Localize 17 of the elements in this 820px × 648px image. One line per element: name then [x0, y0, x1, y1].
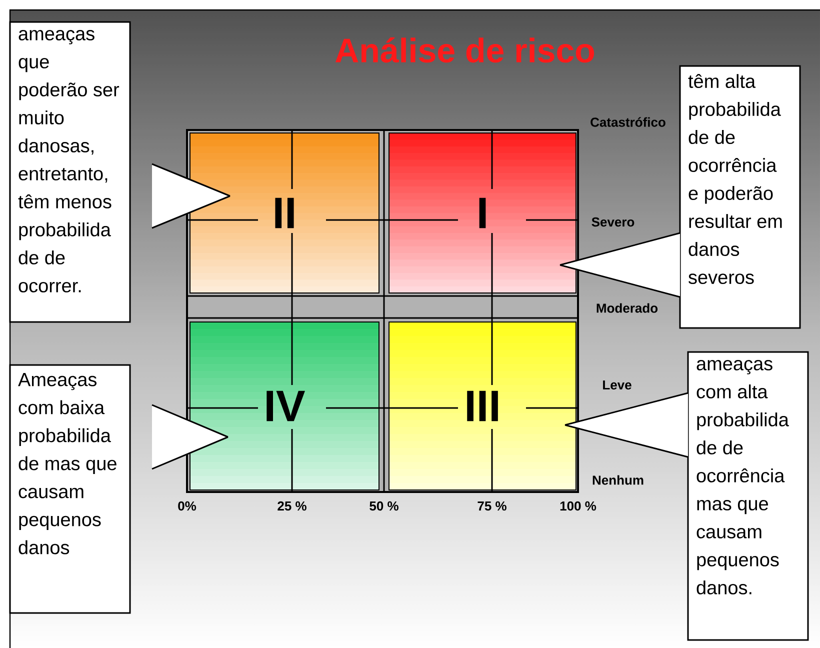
quadrant-box: III — [388, 322, 576, 490]
callout-pointer — [559, 232, 681, 298]
callout-pointer — [151, 163, 231, 229]
callout-box: Ameaças com baixa probabilida de mas que causam pequenos danos — [9, 364, 131, 614]
callout-box: ameaças que poderão ser muito danosas, entretanto, têm menos probabilida de de ocorrer. — [9, 21, 131, 323]
scale-label: Catastrófico — [590, 117, 666, 127]
title: Análise de risco — [335, 37, 594, 63]
axis-label: 0% — [178, 501, 196, 511]
scale-label: Nenhum — [592, 475, 644, 485]
axis-label: 50 % — [370, 501, 398, 511]
quadrant-box: II — [190, 132, 380, 294]
callout-pointer — [151, 404, 229, 470]
quadrant-box: I — [388, 132, 576, 294]
callout-pointer — [564, 392, 689, 458]
quadrant-box: IV — [190, 322, 380, 490]
scale-label: Moderado — [596, 303, 658, 313]
axis-label: 100 % — [560, 501, 596, 511]
